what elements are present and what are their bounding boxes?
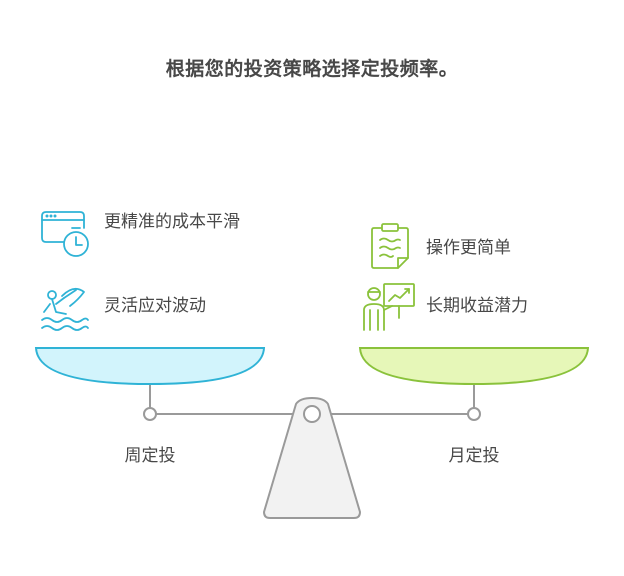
right-item-2-label: 长期收益潜力 bbox=[426, 296, 528, 316]
presenter-chart-icon bbox=[363, 283, 415, 331]
left-item-1-label: 更精准的成本平滑 bbox=[104, 212, 240, 232]
right-item-1-label: 操作更简单 bbox=[426, 238, 511, 258]
scale-base bbox=[262, 396, 362, 519]
calendar-clock-icon bbox=[41, 211, 89, 257]
left-pan bbox=[34, 347, 266, 386]
surfer-icon bbox=[41, 287, 89, 331]
left-joint bbox=[143, 407, 157, 421]
clipboard-icon bbox=[371, 223, 409, 269]
left-item-2-label: 灵活应对波动 bbox=[104, 296, 206, 316]
left-option-name: 周定投 bbox=[124, 446, 176, 466]
diagram-title: 根据您的投资策略选择定投频率。 bbox=[165, 58, 459, 80]
right-option-name: 月定投 bbox=[448, 446, 500, 466]
right-joint bbox=[467, 407, 481, 421]
pivot-joint bbox=[303, 405, 321, 423]
right-pan bbox=[358, 347, 590, 386]
